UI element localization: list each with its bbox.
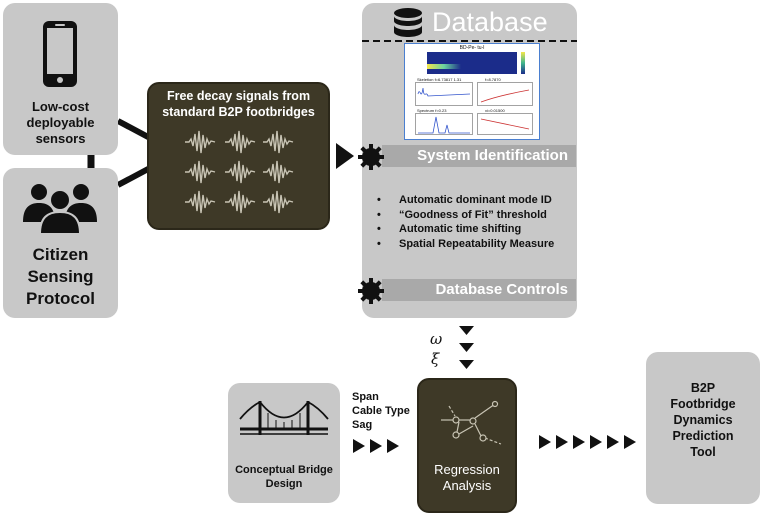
feature-item: “Goodness of Fit” threshold <box>373 208 554 223</box>
feature-item: Spatial Repeatability Measure <box>373 237 554 252</box>
arrow-to-database <box>336 143 354 169</box>
right-arrows-to-regression <box>353 439 399 453</box>
database-title: Database <box>432 7 548 37</box>
input-span: Span <box>352 391 379 403</box>
stat-1: Skeletion f=6.73817 1.31 <box>417 77 462 82</box>
sensor-connector <box>116 118 152 141</box>
plot-title: BD-Pe- tu-l <box>459 45 485 51</box>
feature-list: Automatic dominant mode ID “Goodness of … <box>373 193 554 251</box>
feature-item: Automatic dominant mode ID <box>373 193 554 208</box>
suspension-bridge-icon <box>239 400 329 435</box>
bridge-design-box: Conceptual Bridge Design <box>228 383 340 503</box>
sensors-box: Low-cost deployable sensors <box>3 3 118 155</box>
dashed-divider <box>362 40 577 42</box>
prediction-tool-box: B2P Footbridge Dynamics Prediction Tool <box>646 352 760 504</box>
input-sag: Sag <box>352 419 373 431</box>
stat-3: Spectrum f=0.23 <box>417 108 447 113</box>
subplot-decay <box>415 82 473 106</box>
bridge-design-label: Conceptual Bridge Design <box>235 464 333 490</box>
subplot-damping <box>477 113 533 135</box>
stat-4: xi=0.01500 <box>485 108 505 113</box>
gear-icon <box>358 144 384 170</box>
prediction-tool-label: B2P Footbridge Dynamics Prediction Tool <box>670 381 736 459</box>
database-controls-header: Database Controls <box>382 279 576 301</box>
gear-icon <box>358 278 384 304</box>
subplot-fit <box>477 82 533 106</box>
spectrogram <box>427 52 517 74</box>
input-cable-type: Cable Type <box>352 405 410 417</box>
citizen-label: Citizen Sensing Protocol <box>26 245 95 308</box>
citizen-box: Citizen Sensing Protocol <box>3 168 118 318</box>
database-panel: Database BD-Pe- tu-l Skeletion f=6.73817… <box>362 3 577 318</box>
sensors-label: Low-cost deployable sensors <box>26 99 95 146</box>
system-identification-header: System Identification <box>382 145 576 167</box>
citizen-connector <box>116 165 152 188</box>
xi-param: ξ <box>431 350 440 368</box>
design-inputs: Span Cable Type Sag <box>352 390 410 432</box>
down-arrows <box>459 326 474 369</box>
network-graph-icon <box>441 400 502 445</box>
right-arrows-to-tool <box>539 435 636 449</box>
wavelet-icon <box>184 130 294 214</box>
omega-param: ω <box>430 330 443 348</box>
feature-item: Automatic time shifting <box>373 222 554 237</box>
signals-box: Free decay signals from standard B2P foo… <box>147 82 330 230</box>
database-icon <box>394 8 422 37</box>
signals-label: Free decay signals from standard B2P foo… <box>162 89 315 119</box>
subplot-spectrum <box>415 113 473 135</box>
results-figure: BD-Pe- tu-l Skeletion f=6.73817 1.31 f=8… <box>404 43 540 140</box>
regression-box: Regression Analysis <box>417 378 517 513</box>
regression-label: Regression Analysis <box>434 462 500 493</box>
people-group-icon <box>23 184 97 234</box>
smartphone-icon <box>43 21 77 87</box>
stat-2: f=8.7870 <box>485 77 501 82</box>
colorbar <box>521 52 525 74</box>
